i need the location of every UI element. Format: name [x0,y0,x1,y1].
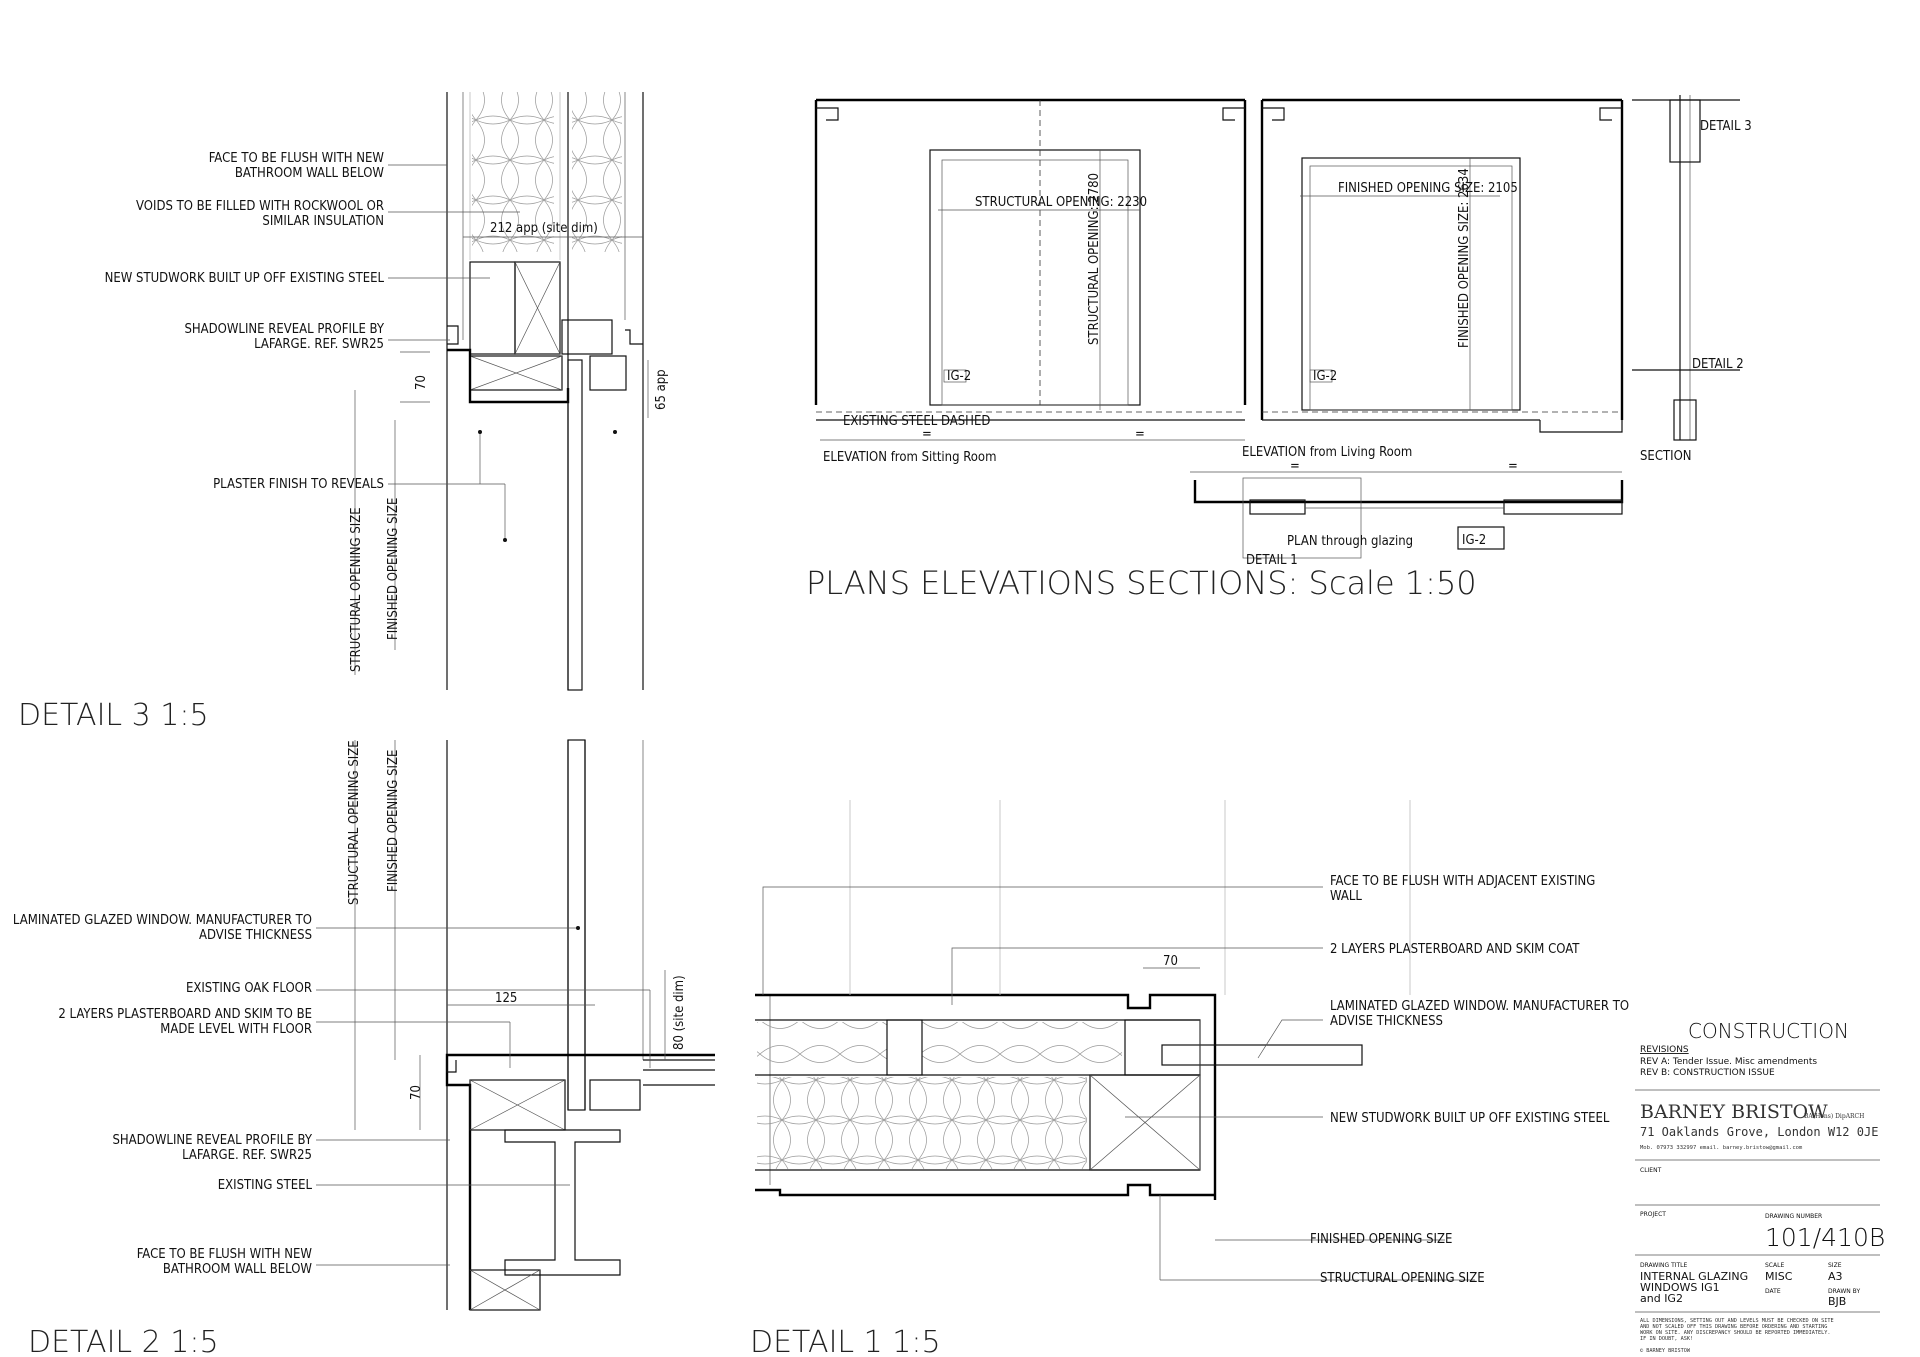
dim-70: 70 [414,375,429,390]
elev1-tag: IG-2 [947,369,971,384]
dim-70-d2: 70 [409,1085,424,1100]
d2-note-shadowline-1: SHADOWLINE REVEAL PROFILE BY [112,1133,312,1148]
d3-note-voids-1: VOIDS TO BE FILLED WITH ROCKWOOL OR [136,199,384,214]
plan-tag: IG-2 [1462,533,1486,548]
tb-date-label: DATE [1765,1288,1781,1295]
d1-note-face-flush-2: WALL [1330,889,1362,904]
tb-firm: BARNEY BRISTOW [1640,1101,1828,1123]
tb-drawn-by-label: DRAWN BY [1828,1288,1860,1295]
tb-project-label: PROJECT [1640,1211,1666,1218]
tb-disclaimer-3: WORK ON SITE. ANY DISCREPANCY SHOULD BE … [1640,1330,1831,1336]
d3-note-shadowline-1: SHADOWLINE REVEAL PROFILE BY [184,322,384,337]
tb-drawing-number-label: DRAWING NUMBER [1765,1213,1822,1220]
section-label: SECTION [1640,449,1692,464]
tb-status: CONSTRUCTION [1688,1019,1849,1043]
d2-note-face-flush-1: FACE TO BE FLUSH WITH NEW [137,1247,313,1262]
d2-note-plasterboard-1: 2 LAYERS PLASTERBOARD AND SKIM TO BE [58,1007,312,1022]
tb-firm-quals: BA(Hons) DipARCH [1804,1113,1864,1120]
tb-client-label: CLIENT [1640,1167,1662,1174]
elev1-structural-opening-v: STRUCTURAL OPENING: 2780 [1087,173,1102,345]
title-block: CONSTRUCTION REVISIONS REV A: Tender Iss… [1635,1019,1885,1354]
tb-size: A3 [1828,1270,1843,1283]
d3-note-face-flush-1: FACE TO BE FLUSH WITH NEW [209,151,385,166]
d2-note-shadowline-2: LAFARGE. REF. SWR25 [182,1148,312,1163]
elev1-existing-steel: EXISTING STEEL DASHED [843,414,990,429]
d3-note-shadowline-2: LAFARGE. REF. SWR25 [254,337,384,352]
d2-note-face-flush-2: BATHROOM WALL BELOW [163,1262,313,1277]
elev1-equal-2: = [1135,427,1145,442]
dim-65: 65 app [654,369,669,410]
detail-2: 125 70 80 (site dim) STRUCTURAL OPENING … [13,739,715,1357]
tb-drawing-title-label: DRAWING TITLE [1640,1262,1688,1269]
d3-structural-opening-label: STRUCTURAL OPENING SIZE [349,507,364,672]
d3-note-voids-2: SIMILAR INSULATION [262,214,384,229]
d2-finished-opening-label: FINISHED OPENING SIZE [386,750,401,892]
d2-note-plasterboard-2: MADE LEVEL WITH FLOOR [160,1022,312,1037]
d1-note-finished-opening: FINISHED OPENING SIZE [1310,1232,1452,1247]
d2-note-oak-floor: EXISTING OAK FLOOR [186,981,312,996]
d3-note-studwork: NEW STUDWORK BUILT UP OFF EXISTING STEEL [105,271,385,286]
tb-scale-label: SCALE [1765,1262,1784,1269]
d1-note-plasterboard: 2 LAYERS PLASTERBOARD AND SKIM COAT [1330,942,1580,957]
dim-125: 125 [495,991,517,1006]
d3-finished-opening-label: FINISHED OPENING SIZE [386,498,401,640]
tb-copyright: © BARNEY BRISTOW [1640,1348,1691,1354]
tb-rev-a: REV A: Tender Issue. Misc amendments [1640,1057,1817,1067]
tb-disclaimer-1: ALL DIMENSIONS, SETTING OUT AND LEVELS M… [1640,1318,1834,1324]
section-detail-2: DETAIL 2 [1692,357,1744,372]
dim-70-d1: 70 [1163,954,1178,969]
plans-elevations-sections: IG-2 STRUCTURAL OPENING: 2230 STRUCTURAL… [806,95,1752,602]
detail-3-title: DETAIL 3 1:5 [18,698,209,733]
elev1-label: ELEVATION from Sitting Room [823,450,996,465]
section-detail-3: DETAIL 3 [1700,119,1752,134]
tb-disclaimer-2: AND NOT SCALED OFF THIS DRAWING BEFORE O… [1640,1324,1827,1330]
detail-3: 212 app (site dim) 70 65 app STRUCTURAL … [18,92,669,733]
tb-contact: Mob. 07973 332997 email. barney.bristow@… [1640,1145,1803,1151]
tb-scale: MISC [1765,1270,1793,1283]
plan-detail-1: DETAIL 1 [1246,553,1298,568]
tb-address: 71 Oaklands Grove, London W12 0JE [1640,1125,1878,1139]
tb-disclaimer-4: IF IN DOUBT, ASK! [1640,1336,1693,1342]
d1-note-face-flush-1: FACE TO BE FLUSH WITH ADJACENT EXISTING [1330,874,1595,889]
plan-label: PLAN through glazing [1287,534,1413,549]
plans-title: PLANS ELEVATIONS SECTIONS: Scale 1:50 [806,564,1477,602]
d1-note-structural-opening: STRUCTURAL OPENING SIZE [1320,1271,1485,1286]
detail-1: 70 FACE TO BE FLUSH WITH ADJACENT EXISTI… [750,800,1629,1357]
tb-rev-b: REV B: CONSTRUCTION ISSUE [1640,1068,1775,1078]
elev1-equal-1: = [922,427,932,442]
d1-note-studwork: NEW STUDWORK BUILT UP OFF EXISTING STEEL [1330,1111,1610,1126]
tb-drawn-by: BJB [1828,1295,1846,1308]
detail-2-title: DETAIL 2 1:5 [28,1325,219,1357]
tb-size-label: SIZE [1828,1262,1842,1269]
dim-80: 80 (site dim) [672,975,687,1050]
d3-note-face-flush-2: BATHROOM WALL BELOW [235,166,385,181]
tb-drawing-title-3: and IG2 [1640,1292,1683,1305]
d1-note-laminated-1: LAMINATED GLAZED WINDOW. MANUFACTURER TO [1330,999,1629,1014]
tb-revisions-label: REVISIONS [1640,1045,1689,1055]
tb-drawing-title-1: INTERNAL GLAZING [1640,1270,1748,1283]
d2-note-laminated-1: LAMINATED GLAZED WINDOW. MANUFACTURER TO [13,913,312,928]
dim-212: 212 app (site dim) [490,221,598,236]
d2-note-existing-steel: EXISTING STEEL [218,1178,313,1193]
elev2-finished-opening: FINISHED OPENING SIZE: 2105 [1338,181,1518,196]
elev2-label: ELEVATION from Living Room [1242,445,1412,460]
plan-equal-1: = [1290,459,1300,474]
d2-note-laminated-2: ADVISE THICKNESS [199,928,312,943]
plan-equal-2: = [1508,459,1518,474]
elev1-structural-opening: STRUCTURAL OPENING: 2230 [975,195,1147,210]
tb-drawing-title-2: WINDOWS IG1 [1640,1281,1720,1294]
d2-structural-opening-label: STRUCTURAL OPENING SIZE [347,740,362,905]
d1-note-laminated-2: ADVISE THICKNESS [1330,1014,1443,1029]
elev2-finished-opening-v: FINISHED OPENING SIZE: 2634 [1457,168,1472,348]
detail-1-title: DETAIL 1 1:5 [750,1325,941,1357]
d3-note-plaster: PLASTER FINISH TO REVEALS [213,477,384,492]
elev2-tag: IG-2 [1313,369,1337,384]
tb-drawing-number: 101/410B [1765,1223,1885,1252]
